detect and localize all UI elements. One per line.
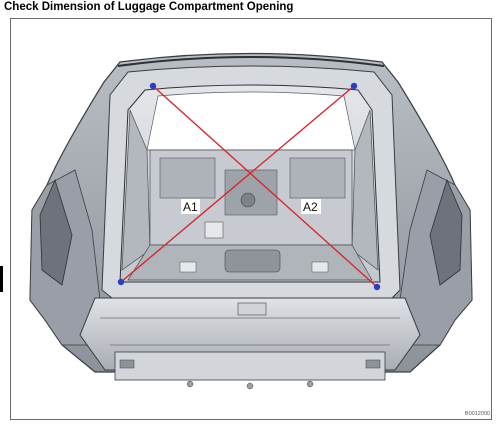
point-lower-left [117,278,125,286]
roof-rail [117,56,385,67]
floor-spare-well [224,249,281,273]
left-lamp-recess [39,178,73,286]
point-upper-right [350,82,358,90]
page-title: Check Dimension of Luggage Compartment O… [4,1,294,13]
bulkhead-center-block [224,169,278,216]
rear-lower-panel [114,351,386,381]
tow-hook-slot-left [119,359,135,369]
point-upper-left [149,82,157,90]
roof-inner-panel [146,91,356,151]
bulkhead-hole [240,192,256,208]
bulkhead-panel-right [289,157,346,199]
page-edge-mark [0,266,3,292]
right-lamp-recess [429,178,463,286]
bulkhead-panel-left [159,157,216,199]
mount-hole-3 [306,380,314,388]
measure-line-a2 [120,85,355,283]
tow-hook-slot-right [365,359,381,369]
mount-hole-1 [186,380,194,388]
label-a2: A2 [303,200,318,214]
measure-line-a1 [152,85,378,288]
label-a2-bg [301,199,321,214]
point-lower-right [373,283,381,291]
label-a1-bg [181,199,200,214]
floor-bracket-left [179,261,197,273]
floor-bracket-right [311,261,329,273]
figure-code: B0012000 [464,411,490,417]
latch-striker-plate [237,302,267,316]
label-a1: A1 [183,200,198,214]
bulkhead-lower-bracket [204,221,224,239]
mount-hole-2 [246,382,254,390]
